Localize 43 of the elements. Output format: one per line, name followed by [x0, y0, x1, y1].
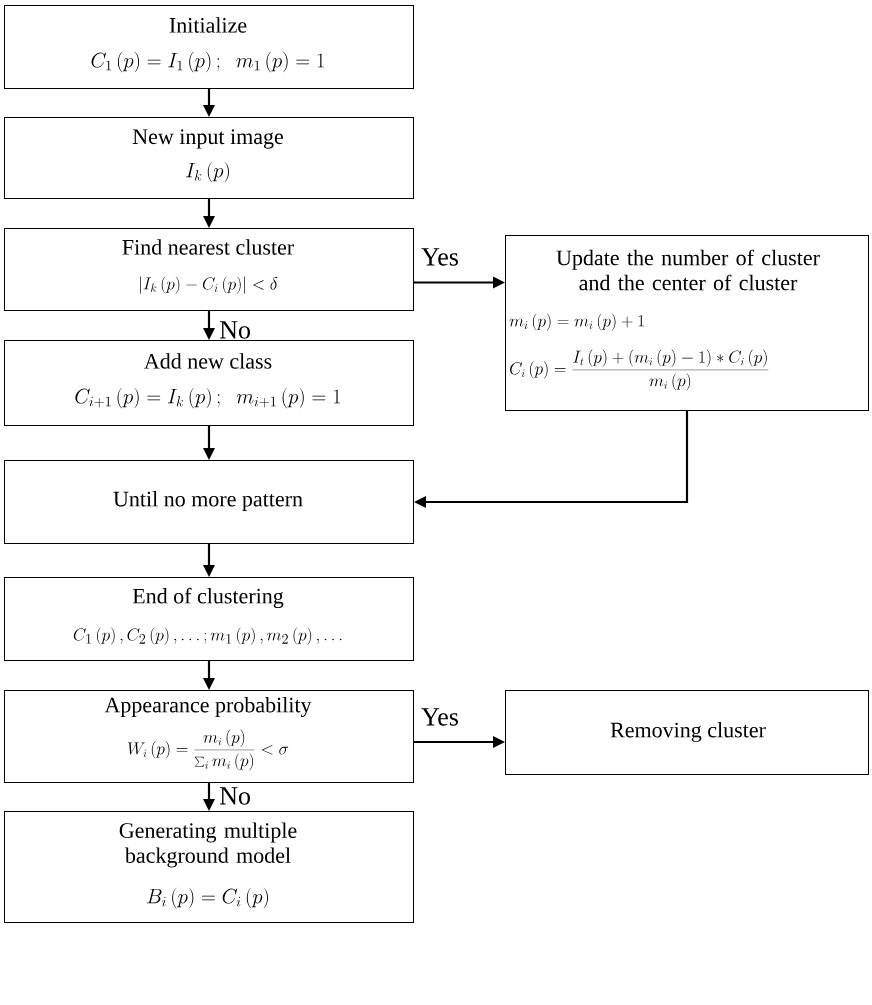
box-heading: Find nearest cluster [122, 239, 294, 255]
edge-label: No [218, 320, 252, 340]
arrow [203, 199, 215, 228]
arrow [203, 544, 215, 577]
arrow [203, 311, 215, 340]
box-heading: Removing cluster [610, 722, 766, 742]
process-box [4, 117, 414, 199]
box-heading: Update the number of cluster and the center of cluster [556, 249, 820, 291]
process-box [505, 690, 869, 775]
box-heading: New input image [132, 129, 283, 149]
box-heading: Add new class [144, 353, 272, 369]
formula: $I_k\left(p\right)$ [186, 161, 229, 183]
edge-label: Yes [420, 247, 460, 267]
process-box [4, 340, 414, 426]
box-heading: Appearance probability [104, 697, 312, 717]
formula: $\left|I_k\left(p\right)-C_i\left(p\right)\right|<\delta$ [140, 276, 278, 294]
arrow [414, 736, 505, 748]
arrow [203, 426, 215, 460]
formula: $B_i\left(p\right)=C_i\left(p\right)$ [147, 887, 268, 909]
formula: $C_i\left(p\right)=\frac{I_t\left(p\right)+\left(m_i\left(p\right)-1\right)*C_i\left(p\right)}{m_i\left(p\right)}$ [510, 349, 769, 391]
edge-label: Yes [420, 707, 460, 727]
box-heading: End of clustering [132, 587, 284, 609]
formula: $C_{i+1}\left(p\right)=I_k\left(p\right);\;\; m_{i+1}\left(p\right)=1$ [75, 387, 341, 409]
arrow [203, 661, 215, 690]
formula: $m_i\left(p\right)=m_i\left(p\right)+1$ [509, 313, 644, 331]
process-box [4, 460, 414, 544]
arrow [203, 89, 215, 117]
arrow [203, 783, 215, 811]
formula: $C_1\left(p\right),C_2\left(p\right),\ldots;m_1\left(p\right),m_2\left(p\right),\ldots$ [73, 627, 342, 645]
arrow [414, 276, 505, 289]
box-heading: Until no more pattern [113, 491, 303, 511]
box-heading: Initialize [169, 17, 247, 33]
process-box [4, 690, 414, 783]
process-box [4, 228, 414, 311]
edge-label: No [218, 786, 252, 806]
box-heading: Generating multiple background model [119, 822, 297, 868]
formula: $C_1\left(p\right)=I_1\left(p\right);\;\; m_1\left(p\right)=1$ [91, 51, 324, 73]
process-box [505, 235, 869, 411]
formula: $W_i\left(p\right)=\frac{m_i\left(p\right)}{\sum_i m_i\left(p\right)}<\sigma$ [128, 729, 289, 771]
process-box [4, 811, 414, 923]
arrow [414, 411, 689, 508]
process-box [4, 5, 414, 89]
process-box [4, 577, 414, 661]
